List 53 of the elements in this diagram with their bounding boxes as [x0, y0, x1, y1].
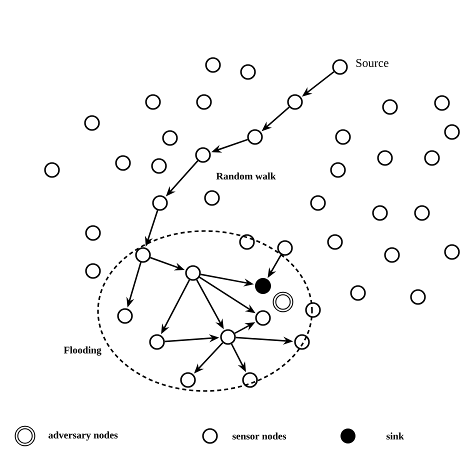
sensor-node	[151, 158, 167, 174]
sensor-node	[327, 234, 343, 250]
sensor-node	[115, 155, 131, 171]
sensor-node	[180, 372, 196, 388]
sensor-node	[382, 99, 398, 115]
sensor-node	[239, 234, 255, 250]
sensor-node	[310, 195, 326, 211]
sensor-node	[350, 285, 366, 301]
sensor-node	[220, 329, 236, 345]
node-caption: Source	[356, 58, 388, 68]
sensor-node	[294, 334, 310, 350]
sensor-node	[162, 130, 178, 146]
sensor-node	[204, 190, 220, 206]
sensor-node	[444, 244, 460, 260]
sensor-node	[434, 95, 450, 111]
sensor-node	[185, 265, 201, 281]
sensor-node	[195, 147, 211, 163]
sensor-node	[414, 205, 430, 221]
sensor-node	[85, 263, 101, 279]
legend-label: sensor nodes	[232, 432, 286, 440]
sensor-node	[377, 150, 393, 166]
legend-label: sink	[386, 432, 404, 440]
sensor-node	[372, 205, 388, 221]
sensor-node	[332, 59, 348, 75]
sensor-node	[330, 162, 346, 178]
sensor-node	[242, 372, 258, 388]
sensor-node	[84, 115, 100, 131]
sensor-node	[44, 162, 60, 178]
sensor-node	[444, 124, 460, 140]
sensor-node	[335, 129, 351, 145]
sink-node	[255, 278, 271, 294]
sensor-node	[255, 310, 271, 326]
adversary-node	[272, 292, 294, 312]
sensor-node	[85, 225, 101, 241]
sensor-node	[287, 94, 303, 110]
sensor-node	[305, 302, 321, 318]
node-label: Flooding	[64, 346, 102, 356]
sensor-node	[240, 64, 256, 80]
sensor-node	[152, 195, 168, 211]
sensor-node	[277, 240, 293, 256]
legend-label: adversary nodes	[48, 431, 118, 441]
sensor-node	[384, 247, 400, 263]
sensor-node	[149, 334, 165, 350]
sensor-node	[145, 94, 161, 110]
sensor-node	[410, 289, 426, 305]
sensor-node	[424, 150, 440, 166]
sensor-node	[117, 308, 133, 324]
sensor-node	[135, 247, 151, 263]
sensor-node	[247, 129, 263, 145]
flooding-region: Flooding	[64, 230, 313, 392]
sensor-node	[205, 57, 221, 73]
sensor-node	[196, 94, 212, 110]
region-label: Random walk	[216, 172, 276, 180]
